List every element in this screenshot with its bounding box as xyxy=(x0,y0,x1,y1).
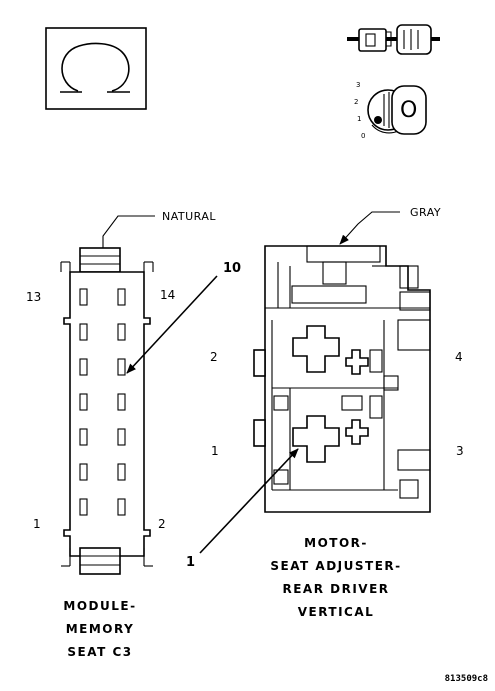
inline-connector-icon xyxy=(347,24,440,55)
pin-label-2-right: 2 xyxy=(210,350,218,364)
callout-number-10: 10 xyxy=(223,261,241,276)
caption-right-line-2: SEAT ADJUSTER- xyxy=(270,559,401,573)
key-position-2: 2 xyxy=(354,98,358,106)
callout-arrow-10 xyxy=(126,275,218,374)
ignition-key-icon: 3 2 1 0 O xyxy=(354,81,427,140)
pin-label-3-right: 3 xyxy=(456,444,464,458)
key-glyph: O xyxy=(400,98,417,123)
caption-right-line-4: VERTICAL xyxy=(298,605,375,619)
cavity-grid-left xyxy=(79,288,126,516)
gray-leader-line xyxy=(339,211,400,245)
caption-left-line-3: SEAT C3 xyxy=(67,645,132,659)
connector-motor-seat-adjuster xyxy=(253,245,431,513)
connector-module-memory-seat-c3 xyxy=(60,247,154,575)
key-position-3: 3 xyxy=(356,81,360,89)
key-position-0: 0 xyxy=(361,132,365,140)
caption-left-line-2: MEMORY xyxy=(66,622,135,636)
omega-icon xyxy=(61,42,130,92)
natural-leader-line xyxy=(102,215,155,248)
pin-label-1-right: 1 xyxy=(211,444,219,458)
key-position-1: 1 xyxy=(357,115,361,123)
pin-label-2: 2 xyxy=(158,517,166,531)
callout-arrow-1 xyxy=(199,448,299,554)
color-label-natural: NATURAL xyxy=(162,210,216,223)
pin-label-13: 13 xyxy=(26,290,41,304)
caption-right-line-1: MOTOR- xyxy=(304,536,368,550)
figure-id: 813509c8 xyxy=(445,674,488,684)
caption-left-line-1: MODULE- xyxy=(63,599,136,613)
pin-label-1: 1 xyxy=(33,517,41,531)
connector-symbol-box xyxy=(45,27,147,110)
pin-label-14: 14 xyxy=(160,288,175,302)
pin-label-4-right: 4 xyxy=(455,350,463,364)
caption-right-line-3: REAR DRIVER xyxy=(282,582,389,596)
callout-number-1: 1 xyxy=(186,555,195,570)
color-label-gray: GRAY xyxy=(410,206,441,219)
